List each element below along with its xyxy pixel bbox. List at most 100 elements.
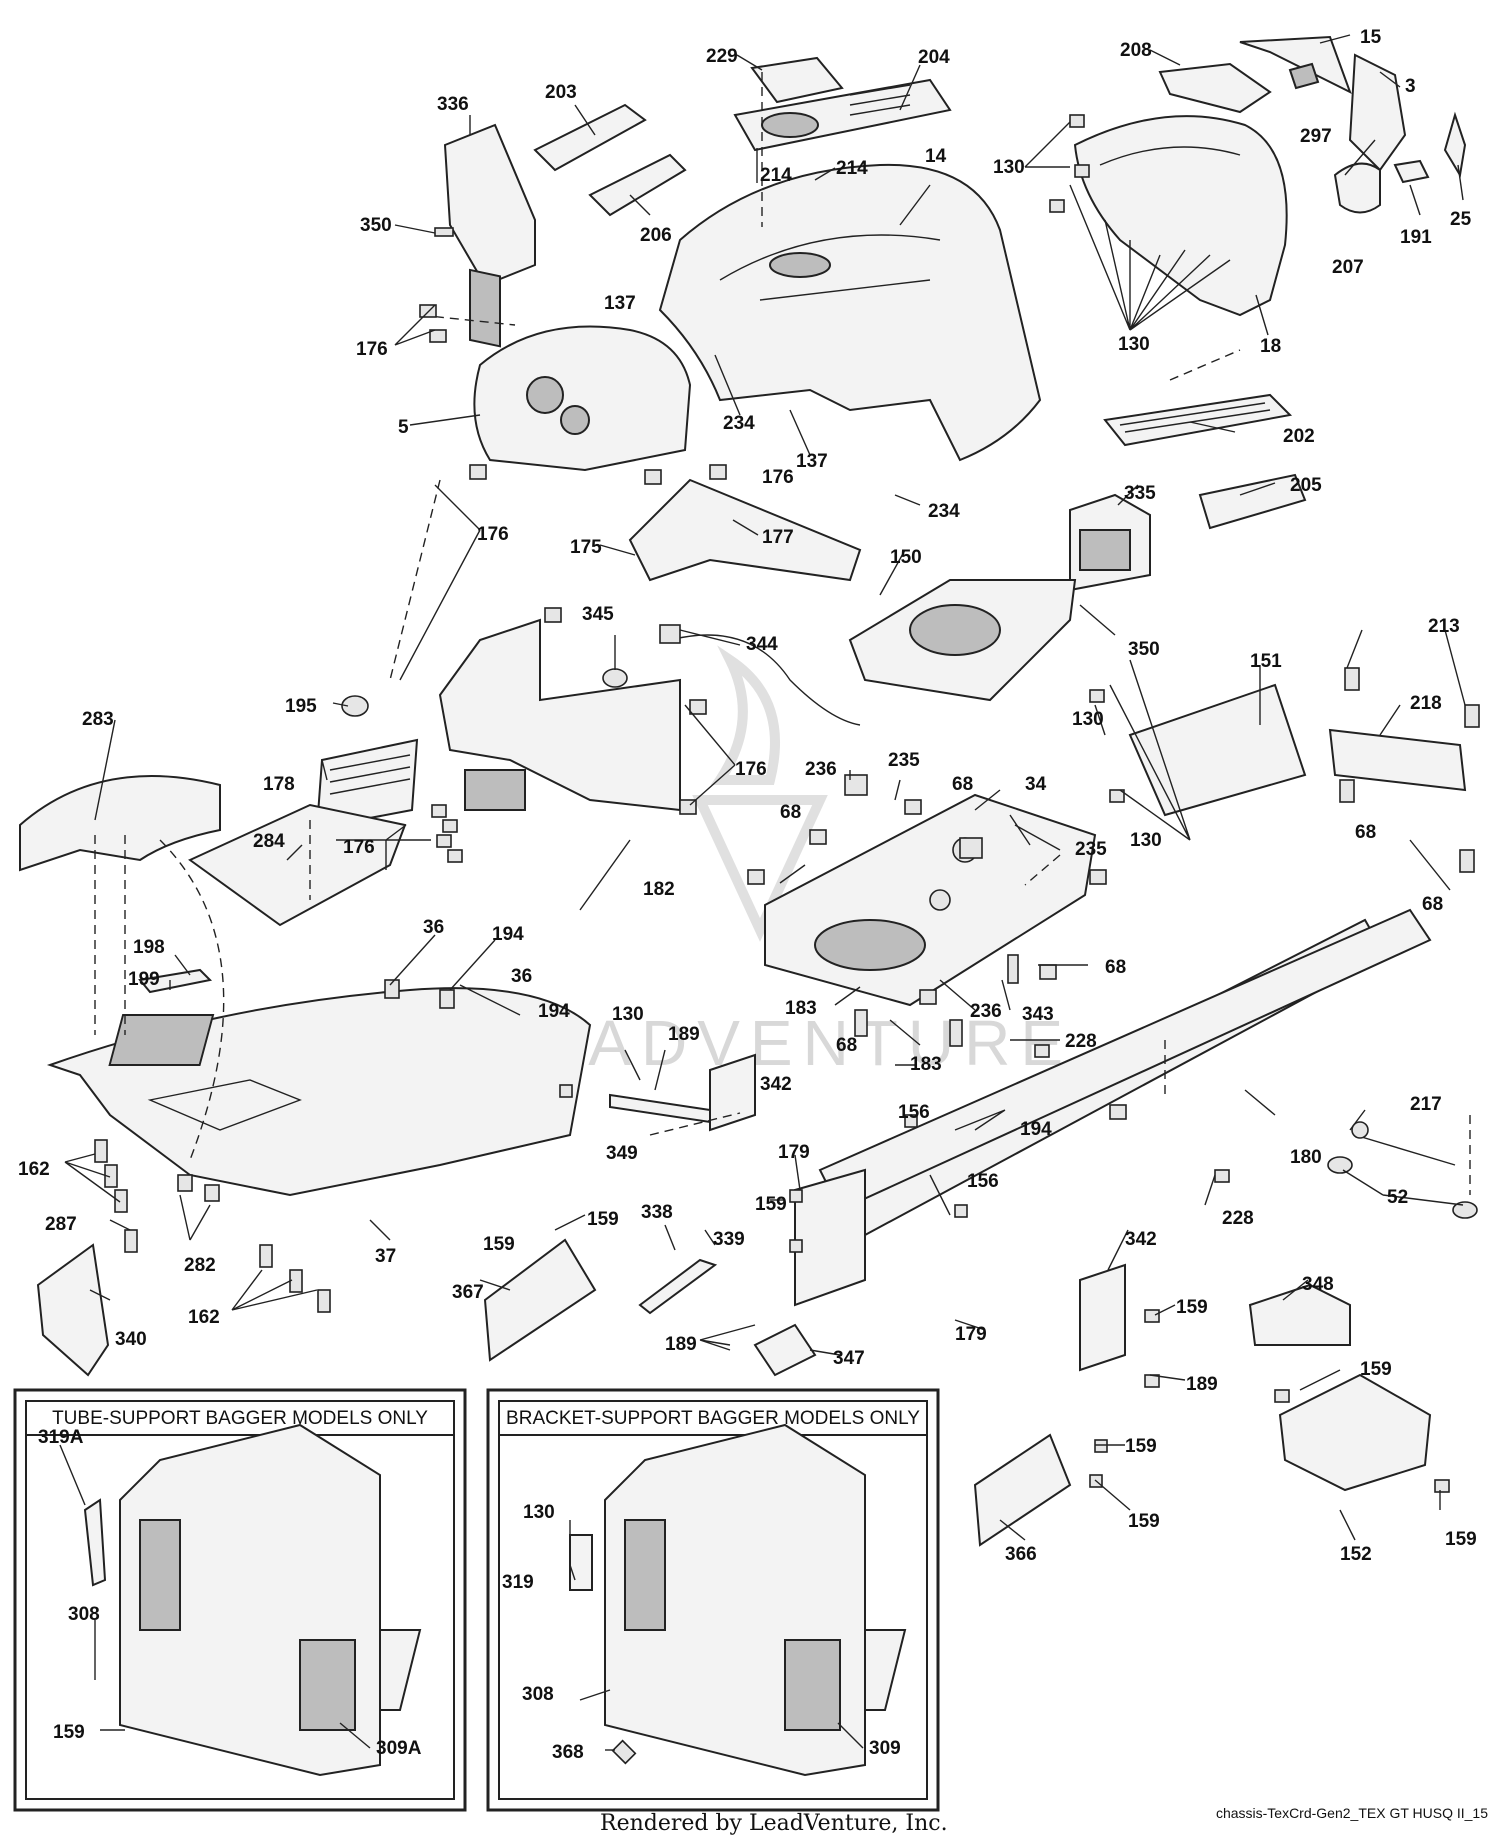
assembly-lines — [94, 72, 1471, 1195]
callout-130b: 130 — [1118, 334, 1150, 355]
part-175-bracket — [628, 478, 862, 582]
callout-350b: 350 — [1128, 639, 1160, 660]
part-284-seat-panel — [188, 803, 407, 927]
part-345-cap — [602, 668, 628, 688]
callout-183b: 183 — [910, 1054, 942, 1075]
callout-202: 202 — [1283, 426, 1315, 447]
part-349-strap — [609, 1093, 711, 1124]
callout-176e: 176 — [343, 837, 375, 858]
callout-156a: 156 — [898, 1102, 930, 1123]
callout-159h: 159 — [1445, 1529, 1477, 1550]
part-336-side-panel — [443, 123, 536, 348]
callout-52: 52 — [1387, 1187, 1408, 1208]
part-344-cable — [659, 624, 861, 726]
callout-176b: 176 — [762, 467, 794, 488]
hardware-fasteners — [94, 114, 1475, 1493]
part-347-bracket — [753, 1323, 817, 1377]
part-229-cap — [750, 56, 844, 104]
callout-159d: 159 — [1176, 1297, 1208, 1318]
callout-159g: 159 — [1128, 1511, 1160, 1532]
callout-68b: 68 — [1355, 822, 1376, 843]
callout-130d: 130 — [1130, 830, 1162, 851]
part-282-clips — [177, 1174, 220, 1202]
part-18-grille-housing — [1073, 115, 1288, 317]
callout-218: 218 — [1410, 693, 1442, 714]
callout-342a: 342 — [760, 1074, 792, 1095]
callout-159b: 159 — [587, 1209, 619, 1230]
callout-137a: 137 — [604, 293, 636, 314]
part-218-plate — [1328, 728, 1467, 792]
part-25-clip — [1443, 111, 1467, 178]
callout-345: 345 — [582, 604, 614, 625]
footer-credit: Rendered by LeadVenture, Inc. — [600, 1811, 948, 1836]
callout-203: 203 — [545, 82, 577, 103]
footer-code: chassis-TexCrd-Gen2_TEX GT HUSQ II_15 — [1216, 1805, 1488, 1821]
callout-205: 205 — [1290, 475, 1322, 496]
callout-3: 3 — [1405, 76, 1416, 97]
callout-195: 195 — [285, 696, 317, 717]
callout-15: 15 — [1360, 27, 1382, 48]
part-335-side-panel — [1069, 493, 1151, 592]
callout-137b: 137 — [796, 451, 828, 472]
callout-5: 5 — [398, 417, 409, 438]
callout-309: 309 — [869, 1738, 901, 1759]
callout-37: 37 — [375, 1246, 396, 1267]
callout-183a: 183 — [785, 998, 817, 1019]
callout-368: 368 — [552, 1742, 584, 1763]
callout-36b: 36 — [511, 966, 532, 987]
part-52-washer — [1327, 1156, 1478, 1219]
callout-156b: 156 — [967, 1171, 999, 1192]
part-207-headlight — [1333, 162, 1381, 214]
part-217-rod — [1351, 1121, 1456, 1166]
inset-right-title: BRACKET-SUPPORT BAGGER MODELS ONLY — [506, 1408, 920, 1429]
inset-bracket-support: BRACKET-SUPPORT BAGGER MODELS ONLY — [486, 1388, 940, 1812]
part-206-bracket — [588, 153, 687, 217]
callout-176a: 176 — [356, 339, 388, 360]
part-348-cover — [1248, 1283, 1351, 1346]
part-339-lever — [638, 1258, 718, 1315]
callout-151: 151 — [1250, 651, 1282, 672]
inset-tube-support: TUBE-SUPPORT BAGGER MODELS ONLY — [13, 1388, 467, 1812]
callout-206: 206 — [640, 225, 672, 246]
part-202-grille — [1103, 393, 1293, 447]
callout-130e: 130 — [612, 1004, 644, 1025]
callout-36a: 36 — [423, 917, 444, 938]
callout-130a: 130 — [993, 157, 1025, 178]
callout-189b: 189 — [665, 1334, 697, 1355]
callout-217: 217 — [1410, 1094, 1442, 1115]
part-178-vent — [315, 738, 419, 830]
callout-309A: 309A — [376, 1738, 422, 1759]
callout-344: 344 — [746, 634, 778, 655]
callout-308b: 308 — [522, 1684, 554, 1705]
part-3-side-trim — [1348, 53, 1407, 172]
callout-175: 175 — [570, 537, 602, 558]
part-297-lens — [1288, 62, 1320, 90]
callout-68c: 68 — [780, 802, 801, 823]
callout-189c: 189 — [1186, 1374, 1218, 1395]
part-191-bulb — [1393, 159, 1430, 184]
callout-labels: 229 204 203 336 214 214 14 206 350 208 1… — [18, 27, 1477, 1763]
callout-335: 335 — [1124, 483, 1156, 504]
callout-208: 208 — [1120, 40, 1152, 61]
part-366-bracket — [973, 1433, 1072, 1547]
callout-284: 284 — [253, 831, 285, 852]
callout-338: 338 — [641, 1202, 673, 1223]
callout-342b: 342 — [1125, 1229, 1157, 1250]
callout-199: 199 — [128, 969, 160, 990]
callout-213: 213 — [1428, 616, 1460, 637]
callout-194a: 194 — [492, 924, 524, 945]
part-180-frame — [794, 908, 1432, 1307]
part-283-rear-fender-top — [19, 775, 221, 872]
inset-left-title: TUBE-SUPPORT BAGGER MODELS ONLY — [52, 1408, 428, 1429]
part-14-hood — [658, 163, 1042, 462]
callout-207: 207 — [1332, 257, 1364, 278]
part-343-tab — [1007, 954, 1019, 984]
callout-14: 14 — [925, 146, 947, 167]
part-204-hood-panel — [733, 78, 952, 152]
part-199-bracket — [138, 968, 213, 994]
callout-159a: 159 — [755, 1194, 787, 1215]
callout-308a: 308 — [68, 1604, 100, 1625]
callout-34: 34 — [1025, 774, 1047, 795]
callout-348: 348 — [1302, 1274, 1334, 1295]
